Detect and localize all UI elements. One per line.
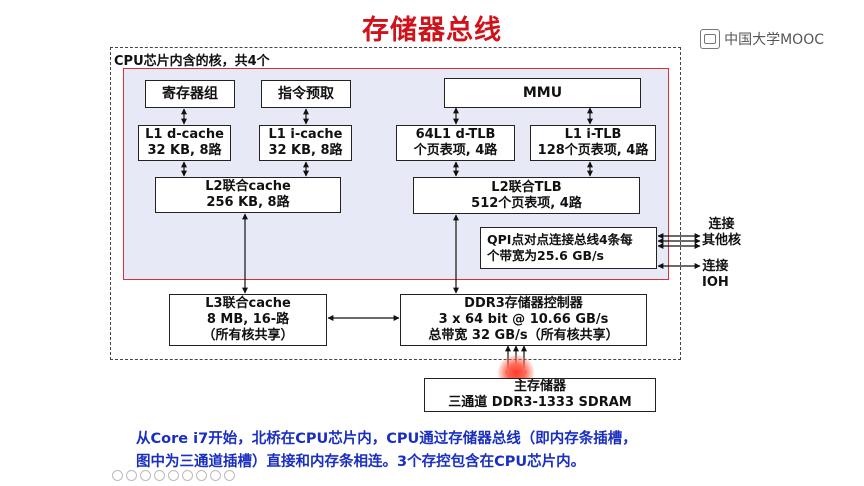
mmu-label: MMU [522,85,563,101]
connect-cores-line1: 连接 [708,217,735,232]
mooc-logo: 中国大学MOOC [700,29,824,49]
ddr3-controller-line1: DDR3存储器控制器 [464,296,583,311]
l1-dtlb-line1: 64L1 d-TLB [415,127,496,142]
connect-ioh-line1: 连接 [702,259,729,274]
l1-dcache-line2: 32 KB, 8路 [147,143,222,158]
l1-dtlb-box: 64L1 d-TLB 个页表项, 4路 [396,125,515,161]
caption-line1: 从Core i7开始，北桥在CPU芯片内，CPU通过存储器总线（即内存条插槽， [136,431,637,447]
mooc-logo-icon [700,29,721,49]
l2-cache-box: L2联合cache 256 KB, 8路 [155,177,341,213]
connect-cores-label: 连接 其他核 [702,217,741,249]
main-memory-line2: 三通道 DDR3-1333 SDRAM [448,395,632,410]
qpi-line2: 个带宽为25.6 GB/s [487,248,604,263]
cpu-chip-label: CPU芯片内含的核，共4个 [114,54,270,69]
slide-caption: 从Core i7开始，北桥在CPU芯片内，CPU通过存储器总线（即内存条插槽， … [136,428,776,474]
ddr3-controller-line3: 总带宽 32 GB/s（所有核共享） [428,328,619,343]
qpi-line1: QPI点对点连接总线4条每 [487,232,633,247]
l2-tlb-line1: L2联合TLB [491,179,562,195]
control-dot-5[interactable] [168,470,179,481]
register-file-label: 寄存器组 [162,86,218,102]
l1-itlb-line2: 128个页表项, 4路 [537,143,649,158]
qpi-box: QPI点对点连接总线4条每 个带宽为25.6 GB/s [480,227,657,269]
ddr3-controller-box: DDR3存储器控制器 3 x 64 bit @ 10.66 GB/s 总带宽 3… [400,294,647,346]
l3-cache-box: L3联合cache 8 MB, 16-路 （所有核共享） [169,294,327,346]
control-dot-4[interactable] [154,470,165,481]
mooc-logo-text: 中国大学MOOC [724,32,824,48]
l1-icache-line2: 32 KB, 8路 [268,143,343,158]
l1-icache-box: L1 i-cache 32 KB, 8路 [259,125,352,161]
control-dot-8[interactable] [210,470,221,481]
playback-controls[interactable] [112,470,235,481]
l1-dcache-line1: L1 d-cache [145,127,224,142]
connect-ioh-label: 连接 IOH [702,259,729,291]
connect-cores-line2: 其他核 [702,233,742,248]
l3-cache-line1: L3联合cache [205,296,291,311]
l3-cache-line2: 8 MB, 16-路 [206,312,290,327]
ddr3-controller-line2: 3 x 64 bit @ 10.66 GB/s [438,312,609,327]
l2-cache-line2: 256 KB, 8路 [206,195,290,210]
instruction-fetch-label: 指令预取 [278,86,334,102]
l3-cache-line3: （所有核共享） [202,328,294,343]
control-dot-2[interactable] [126,470,137,481]
control-dot-7[interactable] [196,470,207,481]
control-dot-3[interactable] [140,470,151,481]
mmu-box: MMU [444,78,641,108]
instruction-fetch-box: 指令预取 [261,80,351,108]
register-file-box: 寄存器组 [145,80,235,108]
l2-tlb-line2: 512个页表项, 4路 [471,195,582,211]
caption-line2: 图中为三通道插槽）直接和内存条相连。3个存控包含在CPU芯片内。 [136,454,586,470]
l2-cache-line1: L2联合cache [205,179,291,194]
l2-tlb-box: L2联合TLB 512个页表项, 4路 [413,177,640,214]
control-dot-9[interactable] [224,470,235,481]
slide-title: 存储器总线 [362,15,502,46]
connect-ioh-line2: IOH [702,275,729,290]
control-dot-6[interactable] [182,470,193,481]
control-dot-1[interactable] [112,470,123,481]
l1-dcache-box: L1 d-cache 32 KB, 8路 [138,125,231,161]
l1-itlb-box: L1 i-TLB 128个页表项, 4路 [530,125,656,161]
l1-itlb-line1: L1 i-TLB [564,127,622,142]
main-memory-line1: 主存储器 [513,379,566,394]
main-memory-box: 主存储器 三通道 DDR3-1333 SDRAM [424,378,656,412]
l1-icache-line1: L1 i-cache [268,127,343,142]
cpu-chip-boundary [110,47,681,360]
l1-dtlb-line2: 个页表项, 4路 [413,143,498,158]
